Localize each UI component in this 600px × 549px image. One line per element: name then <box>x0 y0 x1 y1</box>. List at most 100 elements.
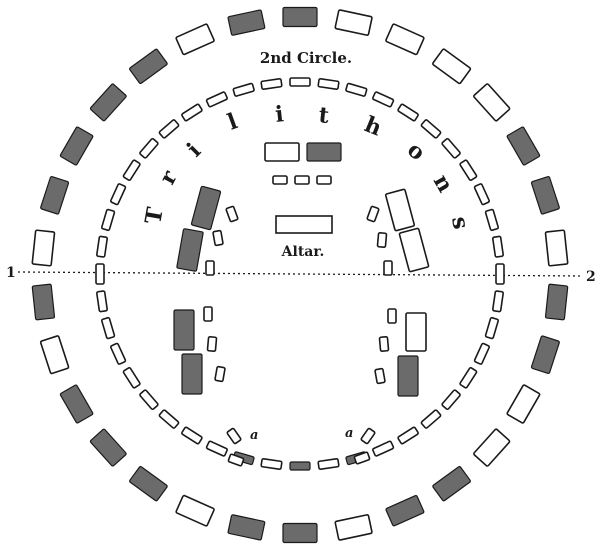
inner-stone <box>226 427 242 445</box>
inner-stone <box>316 175 332 185</box>
second-circle-stone <box>492 290 504 313</box>
second-circle-stone <box>139 137 159 159</box>
outer-stone <box>385 494 425 527</box>
outer-stone <box>506 384 541 424</box>
trilithon-stone <box>306 142 342 162</box>
outer-stone <box>544 283 569 321</box>
outer-stone <box>175 23 215 56</box>
trilithons-letter: i <box>274 101 285 128</box>
second-circle-stone <box>101 316 116 340</box>
second-circle-stone <box>110 183 127 206</box>
second-circle-stone <box>459 159 478 182</box>
trilithon-stone <box>264 142 300 162</box>
outer-stone <box>282 6 318 28</box>
second-circle-stone <box>260 458 283 470</box>
second-circle-stone <box>473 342 490 365</box>
second-circle-stone <box>260 78 283 90</box>
second-circle-stone <box>420 409 442 429</box>
axis-label-right: 2 <box>586 269 596 285</box>
second-circle-stone <box>232 82 255 97</box>
outer-stone <box>473 428 511 467</box>
second-circle-stone <box>317 458 340 470</box>
second-circle-stone <box>397 426 419 445</box>
second-circle-stone <box>158 119 180 139</box>
second-circle-stone <box>484 208 499 232</box>
second-circle-stone <box>158 409 180 429</box>
inner-stone <box>206 336 218 352</box>
trilithons-letter: r <box>154 166 183 189</box>
trilithon-stones <box>173 142 430 397</box>
second-circle-stone <box>205 91 228 108</box>
outer-stone <box>59 126 94 166</box>
trilithons-letter: h <box>361 111 386 141</box>
inner-stone <box>383 260 393 276</box>
outer-stone <box>129 466 168 502</box>
inner-stone <box>203 306 213 322</box>
trilithon-stone <box>190 185 222 231</box>
second-circle-stone <box>122 159 141 182</box>
inner-stone <box>294 175 310 185</box>
second-circle <box>95 77 505 471</box>
second-circle-stone <box>484 316 499 340</box>
outer-stone <box>175 494 215 527</box>
outer-stone <box>530 335 560 375</box>
trilithons-letter: T <box>140 205 169 226</box>
inner-stone <box>360 427 376 445</box>
trilithon-stone <box>176 228 204 272</box>
axis-label-left: 1 <box>6 265 16 281</box>
outer-stone <box>506 126 541 166</box>
inner-stone <box>374 367 386 385</box>
inner-horseshoe <box>203 175 397 467</box>
altar-label: Altar. <box>281 244 325 260</box>
inner-stone <box>353 451 371 465</box>
outer-stone <box>227 9 266 36</box>
outer-stone <box>40 175 70 215</box>
outer-stone <box>89 428 127 467</box>
mark-a-right: a <box>345 426 353 441</box>
second-circle-stone <box>110 342 127 365</box>
trilithon-stone <box>384 188 416 232</box>
second-circle-stone <box>96 235 108 258</box>
second-circle-stone <box>345 82 368 97</box>
second-circle-stone <box>139 389 159 411</box>
second-circle-stone <box>289 461 311 471</box>
outer-stone <box>432 48 472 85</box>
second-circle-stone <box>96 290 108 313</box>
second-circle-stone <box>205 440 228 457</box>
axis-line <box>17 271 583 277</box>
second-circle-stone <box>95 263 105 285</box>
second-circle-stone <box>420 119 442 139</box>
mark-a-left: a <box>250 428 258 443</box>
second-circle-label: 2nd Circle. <box>260 49 352 67</box>
second-circle-stone <box>492 235 504 258</box>
second-circle-stone <box>397 103 419 122</box>
inner-stone <box>214 365 226 383</box>
trilithons-letter: i <box>182 138 206 162</box>
inner-stone <box>376 232 388 248</box>
second-circle-stone <box>459 366 478 389</box>
outer-stone <box>129 48 168 84</box>
outer-stone <box>432 466 471 502</box>
outer-stone <box>31 283 56 321</box>
outer-stone <box>334 514 373 541</box>
outer-stone <box>31 229 56 267</box>
trilithons-letter: t <box>317 102 331 129</box>
inner-stone <box>387 308 397 324</box>
trilithon-stone <box>405 312 427 352</box>
second-circle-stone <box>372 440 395 457</box>
inner-stone <box>225 205 239 223</box>
second-circle-stone <box>372 91 395 108</box>
outer-circle <box>31 6 569 544</box>
outer-stone <box>473 83 511 122</box>
second-circle-stone <box>441 389 461 411</box>
outer-stone <box>39 335 70 375</box>
second-circle-stone <box>317 78 340 90</box>
trilithon-stone <box>398 227 430 273</box>
second-circle-stone <box>495 263 505 285</box>
outer-stone <box>227 514 266 541</box>
trilithons-letter: l <box>224 108 241 135</box>
inner-stone <box>366 205 380 223</box>
trilithon-stone <box>181 353 203 395</box>
